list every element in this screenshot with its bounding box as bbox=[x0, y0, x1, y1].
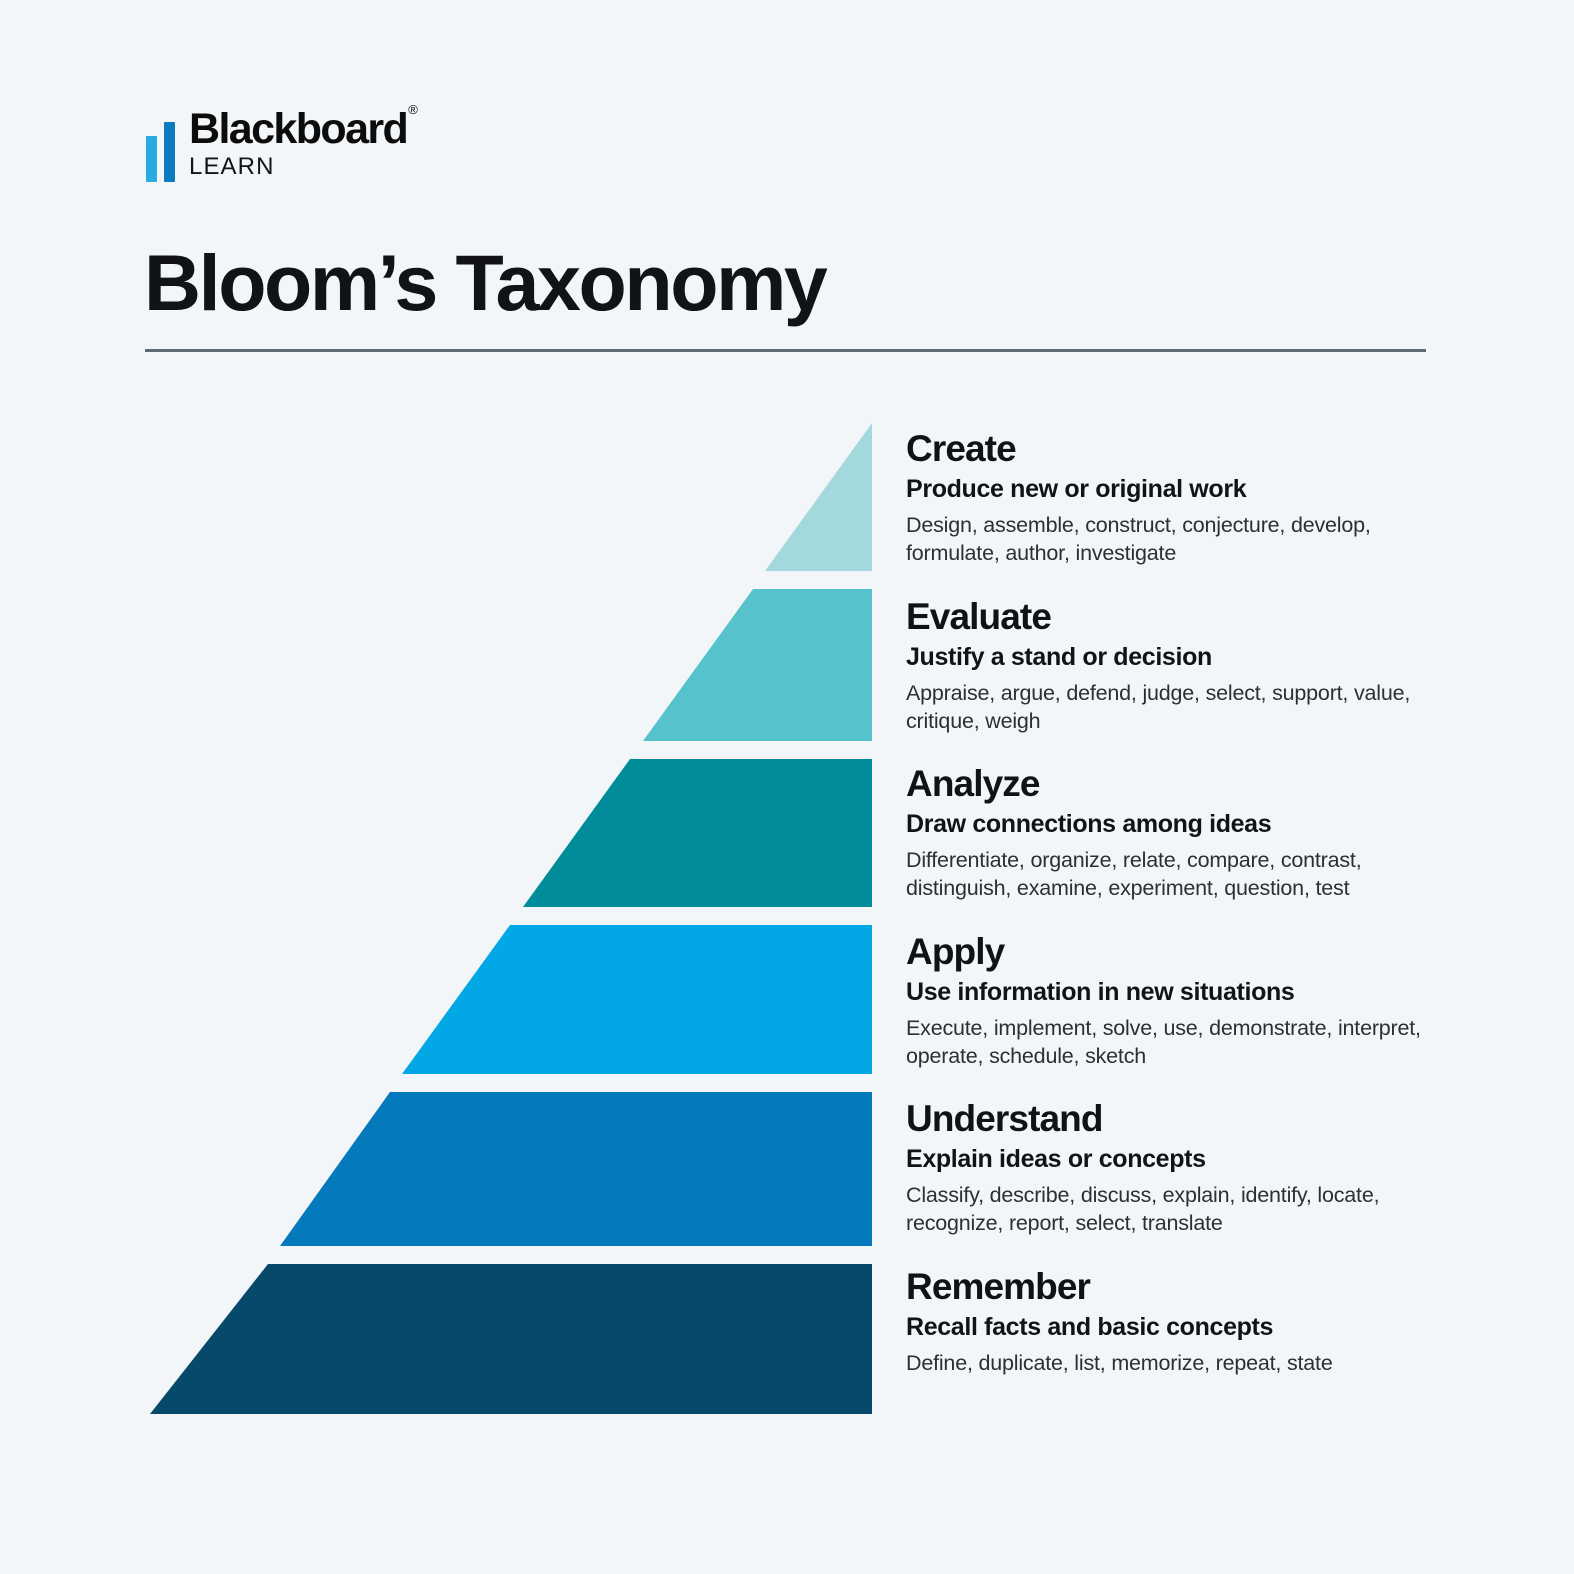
level-title-create: Create bbox=[906, 428, 1017, 469]
level-description-evaluate: Justify a stand or decision bbox=[906, 643, 1212, 672]
level-title-understand: Understand bbox=[906, 1098, 1103, 1139]
level-description-analyze: Draw connections among ideas bbox=[906, 810, 1272, 839]
logo-brand-name: Blackboard® bbox=[189, 103, 418, 153]
level-block-evaluate: Evaluate Justify a stand or decision App… bbox=[906, 596, 1451, 736]
level-title-analyze: Analyze bbox=[906, 763, 1040, 804]
logo-product-name: LEARN bbox=[189, 153, 275, 181]
logo-bars-icon bbox=[146, 108, 175, 182]
logo-bar-light-icon bbox=[146, 136, 157, 182]
bloom-taxonomy-pyramid bbox=[130, 410, 900, 1430]
level-block-analyze: Analyze Draw connections among ideas Dif… bbox=[906, 763, 1451, 903]
pyramid-tier-evaluate bbox=[643, 589, 872, 741]
level-block-apply: Apply Use information in new situations … bbox=[906, 931, 1451, 1071]
level-description-understand: Explain ideas or concepts bbox=[906, 1145, 1206, 1174]
level-description-apply: Use information in new situations bbox=[906, 978, 1295, 1007]
registered-trademark-icon: ® bbox=[408, 101, 418, 117]
level-title-evaluate: Evaluate bbox=[906, 596, 1052, 637]
pyramid-tier-remember bbox=[150, 1264, 872, 1414]
title-divider bbox=[145, 349, 1426, 352]
level-title-apply: Apply bbox=[906, 931, 1005, 972]
level-block-understand: Understand Explain ideas or concepts Cla… bbox=[906, 1098, 1451, 1238]
level-verbs-analyze: Differentiate, organize, relate, compare… bbox=[906, 848, 1362, 901]
logo-bar-dark-icon bbox=[164, 122, 175, 182]
pyramid-tier-create bbox=[765, 423, 872, 571]
level-verbs-create: Design, assemble, construct, conjecture,… bbox=[906, 513, 1371, 566]
taxonomy-level-list: Create Produce new or original work Desi… bbox=[906, 0, 1466, 1574]
level-verbs-remember: Define, duplicate, list, memorize, repea… bbox=[906, 1351, 1333, 1376]
pyramid-tier-understand bbox=[280, 1092, 872, 1246]
pyramid-tier-analyze bbox=[523, 759, 872, 907]
level-title-remember: Remember bbox=[906, 1266, 1091, 1307]
level-verbs-understand: Classify, describe, discuss, explain, id… bbox=[906, 1183, 1380, 1236]
level-verbs-apply: Execute, implement, solve, use, demonstr… bbox=[906, 1016, 1421, 1069]
blackboard-learn-logo: Blackboard® LEARN bbox=[146, 103, 418, 182]
pyramid-tier-apply bbox=[402, 925, 872, 1074]
level-verbs-evaluate: Appraise, argue, defend, judge, select, … bbox=[906, 681, 1411, 734]
level-description-remember: Recall facts and basic concepts bbox=[906, 1313, 1274, 1342]
level-description-create: Produce new or original work bbox=[906, 475, 1247, 504]
page-title: Bloom’s Taxonomy bbox=[144, 238, 828, 327]
level-block-create: Create Produce new or original work Desi… bbox=[906, 428, 1451, 568]
logo-brand-text: Blackboard bbox=[189, 105, 409, 153]
level-block-remember: Remember Recall facts and basic concepts… bbox=[906, 1266, 1451, 1377]
logo-wordmark: Blackboard® LEARN bbox=[189, 103, 418, 181]
